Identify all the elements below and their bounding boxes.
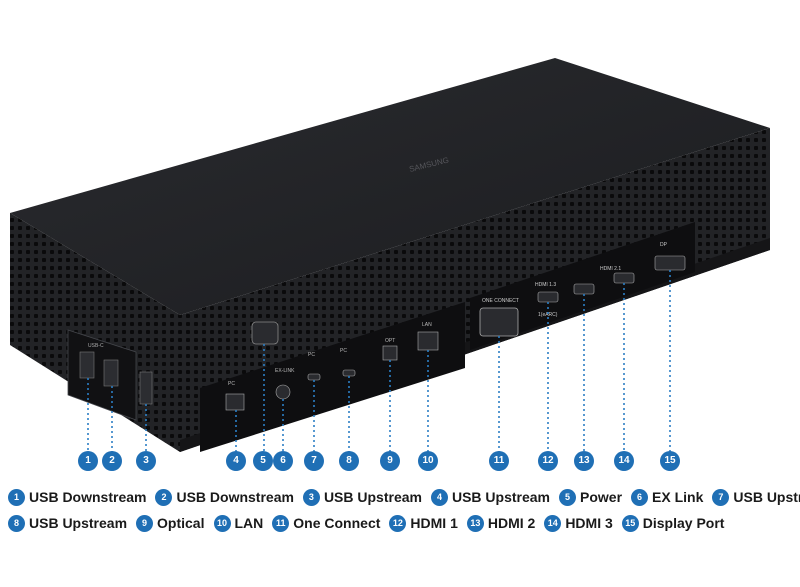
svg-text:LAN: LAN [422,322,432,328]
callout-11: 11 [489,451,509,471]
usb-c-port-1 [307,373,321,381]
legend-label: USB Upstream [733,489,800,505]
power-port [251,321,279,345]
callout-12: 12 [538,451,558,471]
callout-1: 1 [78,451,98,471]
callout-15: 15 [660,451,680,471]
legend-label: HDMI 3 [565,515,613,531]
legend-number: 8 [8,514,25,532]
legend-label: USB Upstream [29,515,128,531]
svg-text:PC: PC [228,381,235,387]
callout-3: 3 [136,451,156,471]
legend-label: LAN [234,515,264,531]
hdmi-port-1 [537,291,559,303]
callout-8: 8 [339,451,359,471]
legend-label: USB Downstream [29,489,147,505]
hdmi-port-3 [613,272,635,284]
lan-port [417,331,439,351]
svg-text:DP: DP [660,242,668,248]
callout-14: 14 [614,451,634,471]
usb-port-3 [139,371,153,405]
device-left-face [10,213,180,452]
legend-number: 4 [430,488,448,506]
legend-number: 3 [302,488,320,506]
legend-label: Power [580,489,623,505]
optical-port [382,345,398,361]
svg-text:HDMI 1.3: HDMI 1.3 [535,282,556,288]
legend-label: One Connect [293,515,381,531]
legend-number: 15 [621,514,639,532]
usb-port-1 [79,351,95,379]
svg-text:EX-LINK: EX-LINK [275,368,295,374]
legend-number: 10 [213,514,231,532]
leader-lines [87,270,671,452]
callout-7: 7 [304,451,324,471]
hdmi-port-2 [573,283,595,295]
legend-label: USB Downstream [176,489,294,505]
legend-label: HDMI 1 [410,515,458,531]
svg-text:ONE CONNECT: ONE CONNECT [482,298,519,304]
legend-label: Optical [157,515,205,531]
callout-4: 4 [226,451,246,471]
legend-number: 11 [272,514,290,532]
svg-text:PC: PC [308,352,315,358]
device-top-surface [10,58,770,315]
legend-number: 13 [466,514,484,532]
usb-port-2 [103,359,119,387]
video-port-panel: ONE CONNECT HDMI 1.3 1(eARC) HDMI 2.1 DP [470,222,695,350]
svg-text:OPT: OPT [385,338,395,344]
one-connect-port [479,307,519,337]
legend-number: 6 [631,488,649,506]
legend-label: HDMI 2 [487,515,536,531]
svg-text:HDMI 2.1: HDMI 2.1 [600,266,621,272]
legend-number: 2 [155,488,173,506]
callout-5: 5 [253,451,273,471]
legend-number: 1 [8,488,25,506]
device-illustration: SAMSUNG USB-C PC EX-LINK PC PC OPT LAN O… [10,58,770,452]
usb-c-port-2 [342,369,356,377]
callout-2: 2 [102,451,122,471]
legend-label: Display Port [642,515,725,531]
legend-label: USB Upstream [451,489,550,505]
callout-6: 6 [273,451,293,471]
legend-number: 12 [389,514,407,532]
legend-number: 5 [559,488,576,506]
svg-text:PC: PC [340,348,347,354]
legend-number: 7 [712,488,730,506]
callout-13: 13 [574,451,594,471]
usb-b-port [225,393,245,411]
legend-label: EX Link [652,489,704,505]
display-port [654,255,686,271]
legend-number: 9 [136,514,154,532]
ex-link-port [275,384,291,400]
callout-9: 9 [380,451,400,471]
legend-label: USB Upstream [323,489,422,505]
front-port-panel: PC EX-LINK PC PC OPT LAN [200,302,465,452]
svg-text:USB-C: USB-C [88,343,104,349]
callout-10: 10 [418,451,438,471]
side-port-panel: USB-C [67,329,153,421]
svg-text:1(eARC): 1(eARC) [538,312,558,318]
legend-number: 14 [544,514,562,532]
